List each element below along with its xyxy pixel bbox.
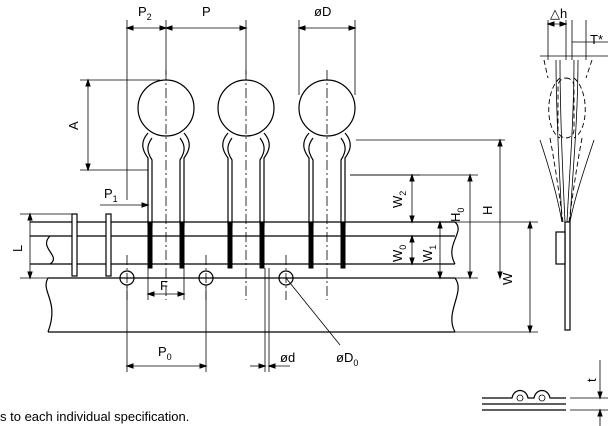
label-a: A [66,121,81,130]
label-h: H [480,206,495,215]
arrowheads [27,25,533,369]
dimension-labels: P2 P øD △h T* A P1 W2 H0 H L W0 W1 W F P… [10,4,603,382]
label-f: F [160,278,168,293]
side-view [539,20,608,331]
label-p0: P0 [158,344,172,362]
label-w: W [500,272,515,285]
dimension-lines [20,20,538,372]
label-d0: øD0 [336,350,358,368]
label-d: ød [280,350,295,365]
label-w0: W0 [390,245,408,262]
label-p2: P2 [138,4,152,22]
label-w2: W2 [390,191,408,208]
label-l: L [10,245,25,252]
component-1 [137,79,195,269]
label-p1: P1 [104,186,118,204]
label-h0: H0 [448,208,466,222]
footnote: s to each individual specification. [0,409,189,424]
carrier-tape [30,221,459,333]
label-p: P [202,4,211,19]
centre-lines [126,70,328,300]
tape-section-view [482,360,608,426]
label-w1: W1 [420,245,438,262]
component-2 [217,79,275,269]
tape-markers [71,213,112,277]
label-t: t [584,378,599,382]
label-t-star: T* [590,32,603,47]
label-delta-h: △h [550,6,567,21]
label-od: øD [314,4,331,19]
